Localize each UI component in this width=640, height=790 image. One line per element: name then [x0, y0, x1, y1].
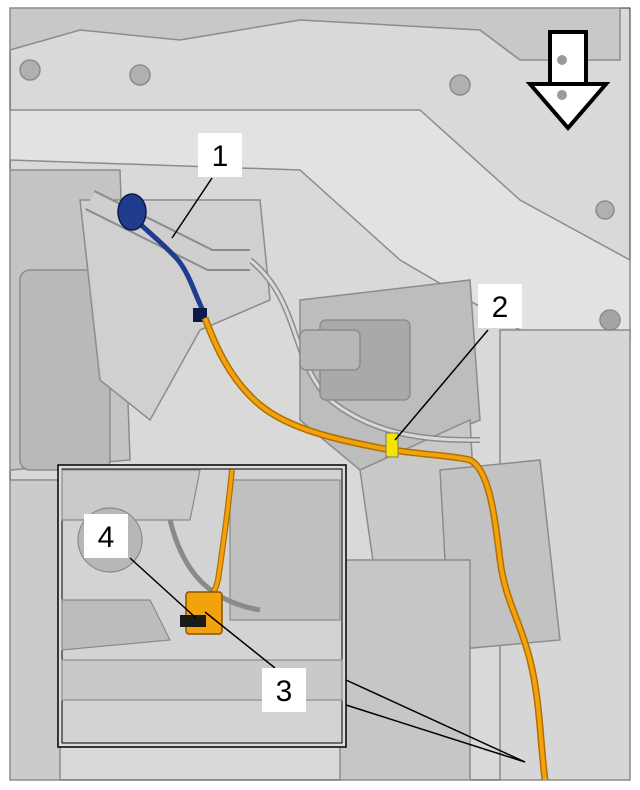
callout-4: 4	[84, 514, 128, 558]
sensor-head	[117, 193, 147, 231]
callout-3: 3	[262, 668, 306, 712]
locking-tab-4	[180, 615, 206, 627]
callout-4-label: 4	[98, 521, 115, 554]
sensor-connector	[193, 308, 207, 322]
zoom-line-upper	[345, 679, 526, 763]
leader-line-1	[171, 177, 213, 239]
engine-background	[9, 7, 631, 781]
sensor-assembly	[117, 193, 208, 322]
callout-2: 2	[478, 284, 522, 328]
callout-2-label: 2	[492, 291, 509, 324]
down-arrow-icon	[525, 30, 611, 132]
zoom-line-lower	[345, 704, 526, 763]
callout-3-label: 3	[276, 675, 293, 708]
wiring-harness-core	[203, 317, 547, 781]
leader-line-4	[129, 557, 197, 619]
harness-clip	[385, 432, 399, 458]
leader-line-3	[204, 611, 276, 669]
callout-1: 1	[198, 133, 242, 177]
callout-1-label: 1	[212, 140, 229, 173]
leader-line-2	[394, 329, 489, 441]
